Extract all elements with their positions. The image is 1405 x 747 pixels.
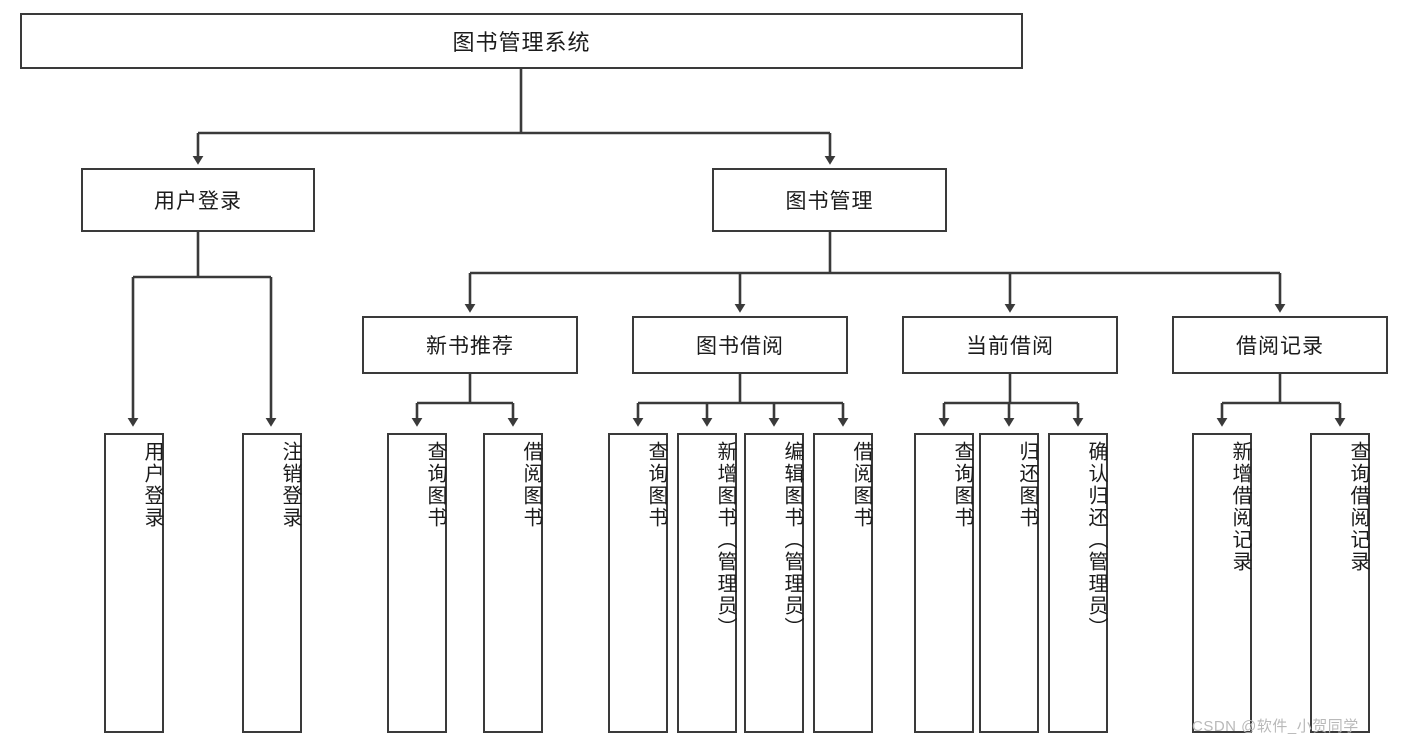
node-label: 归还图书 xyxy=(1016,441,1038,529)
leaf-query-book-current[interactable]: 查询图书 xyxy=(914,433,974,733)
node-label: 图书借阅 xyxy=(696,335,784,358)
node-label: 查询图书 xyxy=(645,441,667,529)
node-label: 新增借阅记录 xyxy=(1229,441,1251,573)
node-current-borrow[interactable]: 当前借阅 xyxy=(902,316,1118,374)
node-book-management[interactable]: 图书管理 xyxy=(712,168,947,232)
leaf-add-borrow-record[interactable]: 新增借阅记录 xyxy=(1192,433,1252,733)
node-label: 当前借阅 xyxy=(966,335,1054,358)
node-label: 图书管理 xyxy=(785,190,874,213)
node-label: 用户登录 xyxy=(141,441,163,529)
node-label: 借阅记录 xyxy=(1236,335,1324,358)
node-book-borrow[interactable]: 图书借阅 xyxy=(632,316,848,374)
leaf-confirm-return-admin[interactable]: 确认归还（管理员） xyxy=(1048,433,1108,733)
node-label: 查询图书 xyxy=(424,441,446,529)
node-label: 编辑图书（管理员） xyxy=(781,441,803,639)
leaf-edit-book-admin[interactable]: 编辑图书（管理员） xyxy=(744,433,804,733)
leaf-user-login[interactable]: 用户登录 xyxy=(104,433,164,733)
node-label: 借阅图书 xyxy=(520,441,542,529)
leaf-return-book[interactable]: 归还图书 xyxy=(979,433,1039,733)
leaf-query-book-borrow[interactable]: 查询图书 xyxy=(608,433,668,733)
node-label: 用户登录 xyxy=(154,190,242,213)
leaf-logout[interactable]: 注销登录 xyxy=(242,433,302,733)
node-new-book-recommend[interactable]: 新书推荐 xyxy=(362,316,578,374)
node-label: 新增图书（管理员） xyxy=(714,441,736,639)
leaf-borrow-book[interactable]: 借阅图书 xyxy=(813,433,873,733)
node-user-login[interactable]: 用户登录 xyxy=(81,168,315,232)
node-label: 查询借阅记录 xyxy=(1347,441,1369,573)
node-label: 查询图书 xyxy=(951,441,973,529)
leaf-add-book-admin[interactable]: 新增图书（管理员） xyxy=(677,433,737,733)
node-label: 借阅图书 xyxy=(850,441,872,529)
node-label: 图书管理系统 xyxy=(452,30,591,55)
csdn-watermark: CSDN @软件_小贺同学 xyxy=(1192,718,1359,735)
node-label: 注销登录 xyxy=(279,441,301,529)
leaf-query-borrow-record[interactable]: 查询借阅记录 xyxy=(1310,433,1370,733)
node-label: 确认归还（管理员） xyxy=(1085,441,1107,639)
node-label: 新书推荐 xyxy=(426,335,514,358)
node-root-library-management-system[interactable]: 图书管理系统 xyxy=(20,13,1023,69)
node-borrow-record[interactable]: 借阅记录 xyxy=(1172,316,1388,374)
leaf-query-book-recommend[interactable]: 查询图书 xyxy=(387,433,447,733)
leaf-borrow-book-recommend[interactable]: 借阅图书 xyxy=(483,433,543,733)
